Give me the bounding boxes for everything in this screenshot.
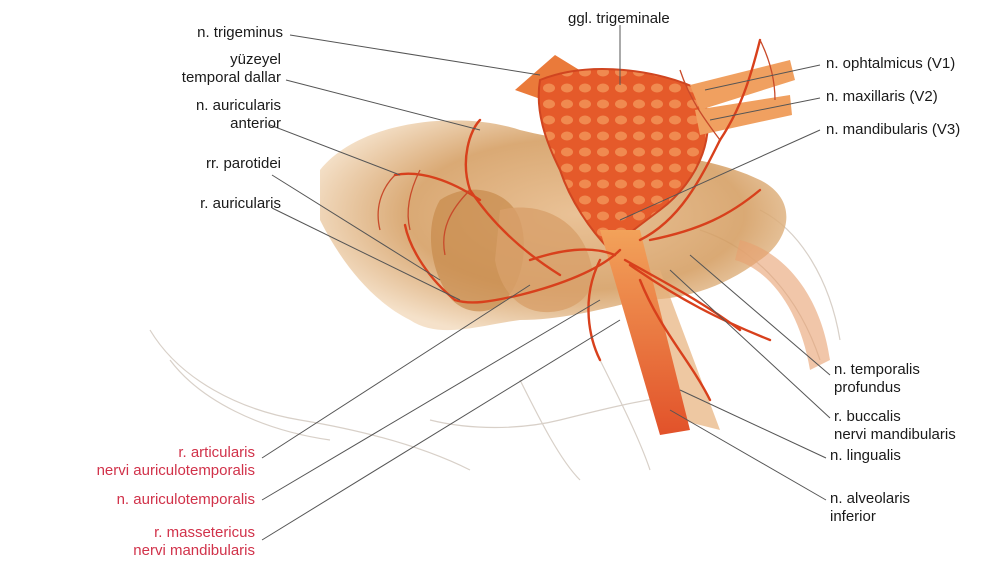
label-temporalis-profundus: n. temporalis profundus bbox=[834, 361, 920, 397]
label-ophtalmicus: n. ophtalmicus (V1) bbox=[826, 55, 955, 73]
label-buccalis: r. buccalis nervi mandibularis bbox=[834, 408, 956, 444]
label-mandibularis: n. mandibularis (V3) bbox=[826, 121, 960, 139]
label-trigeminus: n. trigeminus bbox=[197, 24, 283, 42]
label-articularis: r. articularis nervi auriculotemporalis bbox=[97, 444, 255, 480]
label-auriculotemporalis: n. auriculotemporalis bbox=[117, 491, 255, 509]
label-lingualis: n. lingualis bbox=[830, 447, 901, 465]
ramus bbox=[735, 240, 830, 370]
label-alveolaris-inferior: n. alveolaris inferior bbox=[830, 490, 910, 526]
label-r-auricularis: r. auricularis bbox=[200, 195, 281, 213]
label-parotidei: rr. parotidei bbox=[206, 155, 281, 173]
label-yuzeyel-temporal-dallar: yüzeyel temporal dallar bbox=[182, 51, 281, 87]
label-massetericus: r. massetericus nervi mandibularis bbox=[133, 524, 255, 560]
label-ggl-trigeminale: ggl. trigeminale bbox=[568, 10, 670, 28]
label-maxillaris: n. maxillaris (V2) bbox=[826, 88, 938, 106]
label-auricularis-anterior: n. auricularis anterior bbox=[196, 97, 281, 133]
